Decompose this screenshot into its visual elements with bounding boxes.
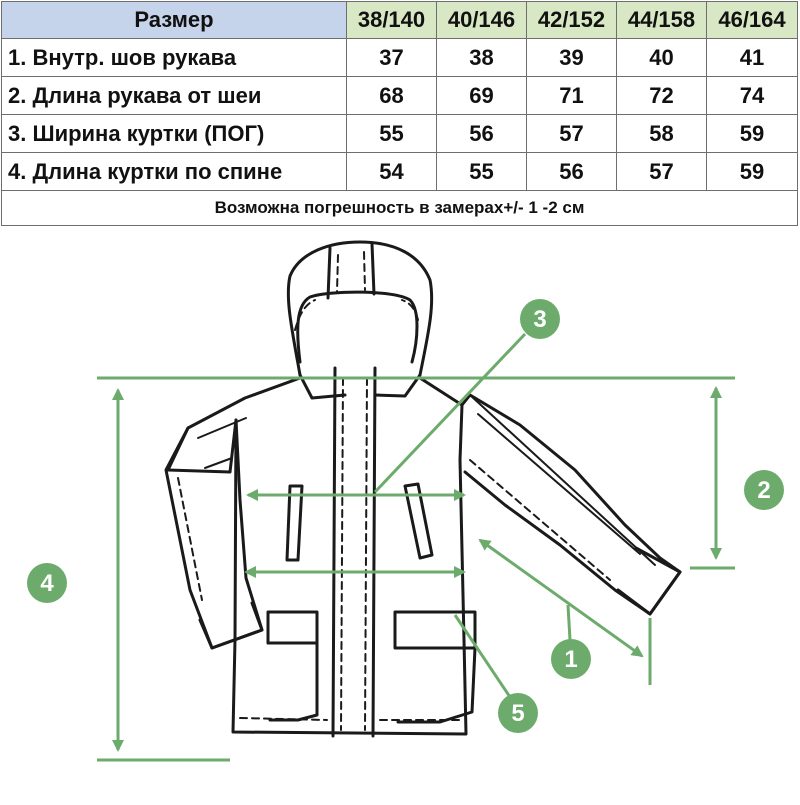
table-cell: 41 (706, 38, 798, 77)
hood-inner-opening (296, 290, 419, 364)
left-sleeve-stripe (197, 417, 247, 469)
table-cell: 71 (526, 76, 617, 115)
zipper-seam-dashed (340, 377, 368, 731)
table-cell: 59 (706, 114, 798, 153)
size-col-44-158: 44/158 (616, 1, 707, 39)
left-sleeve (164, 418, 264, 650)
table-cell: 69 (436, 76, 527, 115)
right-sleeve-stripe (469, 394, 656, 566)
table-cell: 72 (616, 76, 707, 115)
svg-text:2: 2 (757, 477, 770, 504)
lower-pocket-right (396, 646, 477, 724)
chest-pocket-right (403, 482, 434, 560)
table-cell: 58 (616, 114, 707, 153)
table-row: 1. Внутр. шов рукава 37 38 39 40 41 (1, 38, 798, 77)
table-cell: 39 (526, 38, 617, 77)
leader-line-3 (373, 332, 527, 494)
table-cell: 68 (346, 76, 437, 115)
marker-2: 2 (744, 470, 784, 510)
sleeve-seam-dashed (177, 459, 611, 601)
tolerance-note-row: Возможна погрешность в замерах+/- 1 -2 с… (1, 190, 798, 226)
svg-text:4: 4 (40, 570, 54, 597)
row-label-jacket-width: 3. Ширина куртки (ПОГ) (1, 114, 347, 153)
size-header-label: Размер (1, 1, 347, 39)
table-cell: 55 (436, 152, 527, 191)
table-cell: 55 (346, 114, 437, 153)
tolerance-note: Возможна погрешность в замерах+/- 1 -2 с… (1, 190, 798, 226)
table-cell: 38 (436, 38, 527, 77)
hood-seam-dashed (294, 251, 419, 331)
row-label-sleeve-inseam: 1. Внутр. шов рукава (1, 38, 347, 77)
leader-line-1 (566, 604, 572, 641)
size-chart-table: Размер 38/140 40/146 42/152 44/158 46/16… (1, 1, 798, 226)
marker-1: 1 (551, 639, 591, 679)
right-cuff (616, 546, 682, 616)
chest-pocket-left (285, 484, 304, 562)
table-row: 3. Ширина куртки (ПОГ) 55 56 57 58 59 (1, 114, 798, 153)
table-cell: 57 (616, 152, 707, 191)
lower-pocket-left (266, 641, 319, 722)
table-cell: 74 (706, 76, 798, 115)
table-cell: 56 (436, 114, 527, 153)
svg-text:5: 5 (511, 700, 524, 727)
table-cell: 59 (706, 152, 798, 191)
left-cuff (198, 601, 264, 650)
table-row: 2. Длина рукава от шеи 68 69 71 72 74 (1, 76, 798, 115)
marker-5: 5 (498, 693, 538, 733)
table-cell: 40 (616, 38, 707, 77)
hood-outline (286, 240, 434, 377)
table-cell: 54 (346, 152, 437, 191)
svg-text:3: 3 (533, 306, 546, 333)
marker-4: 4 (27, 563, 67, 603)
size-col-38-140: 38/140 (346, 1, 437, 39)
zipper-placket (331, 366, 377, 738)
size-col-46-164: 46/164 (706, 1, 798, 39)
measurement-lines (97, 332, 735, 762)
table-cell: 37 (346, 38, 437, 77)
row-label-sleeve-length: 2. Длина рукава от шеи (1, 76, 347, 115)
table-cell: 56 (526, 152, 617, 191)
sleeve-inseam-arrow (478, 538, 644, 658)
leader-line-5 (453, 614, 512, 698)
row-label-back-length: 4. Длина куртки по спине (1, 152, 347, 191)
table-row: 4. Длина куртки по спине 54 55 56 57 59 (1, 152, 798, 191)
jacket-outline (164, 240, 682, 738)
size-header-row: Размер 38/140 40/146 42/152 44/158 46/16… (1, 1, 798, 39)
size-col-42-152: 42/152 (526, 1, 617, 39)
marker-3: 3 (520, 299, 560, 339)
size-col-40-146: 40/146 (436, 1, 527, 39)
svg-text:1: 1 (564, 646, 577, 673)
hood-center-panel (326, 242, 376, 300)
lower-pocket-left-flap (266, 610, 319, 645)
table-cell: 57 (526, 114, 617, 153)
jacket-diagram: 3 2 4 1 5 (27, 240, 784, 762)
hem-seam-dashed (239, 717, 461, 721)
